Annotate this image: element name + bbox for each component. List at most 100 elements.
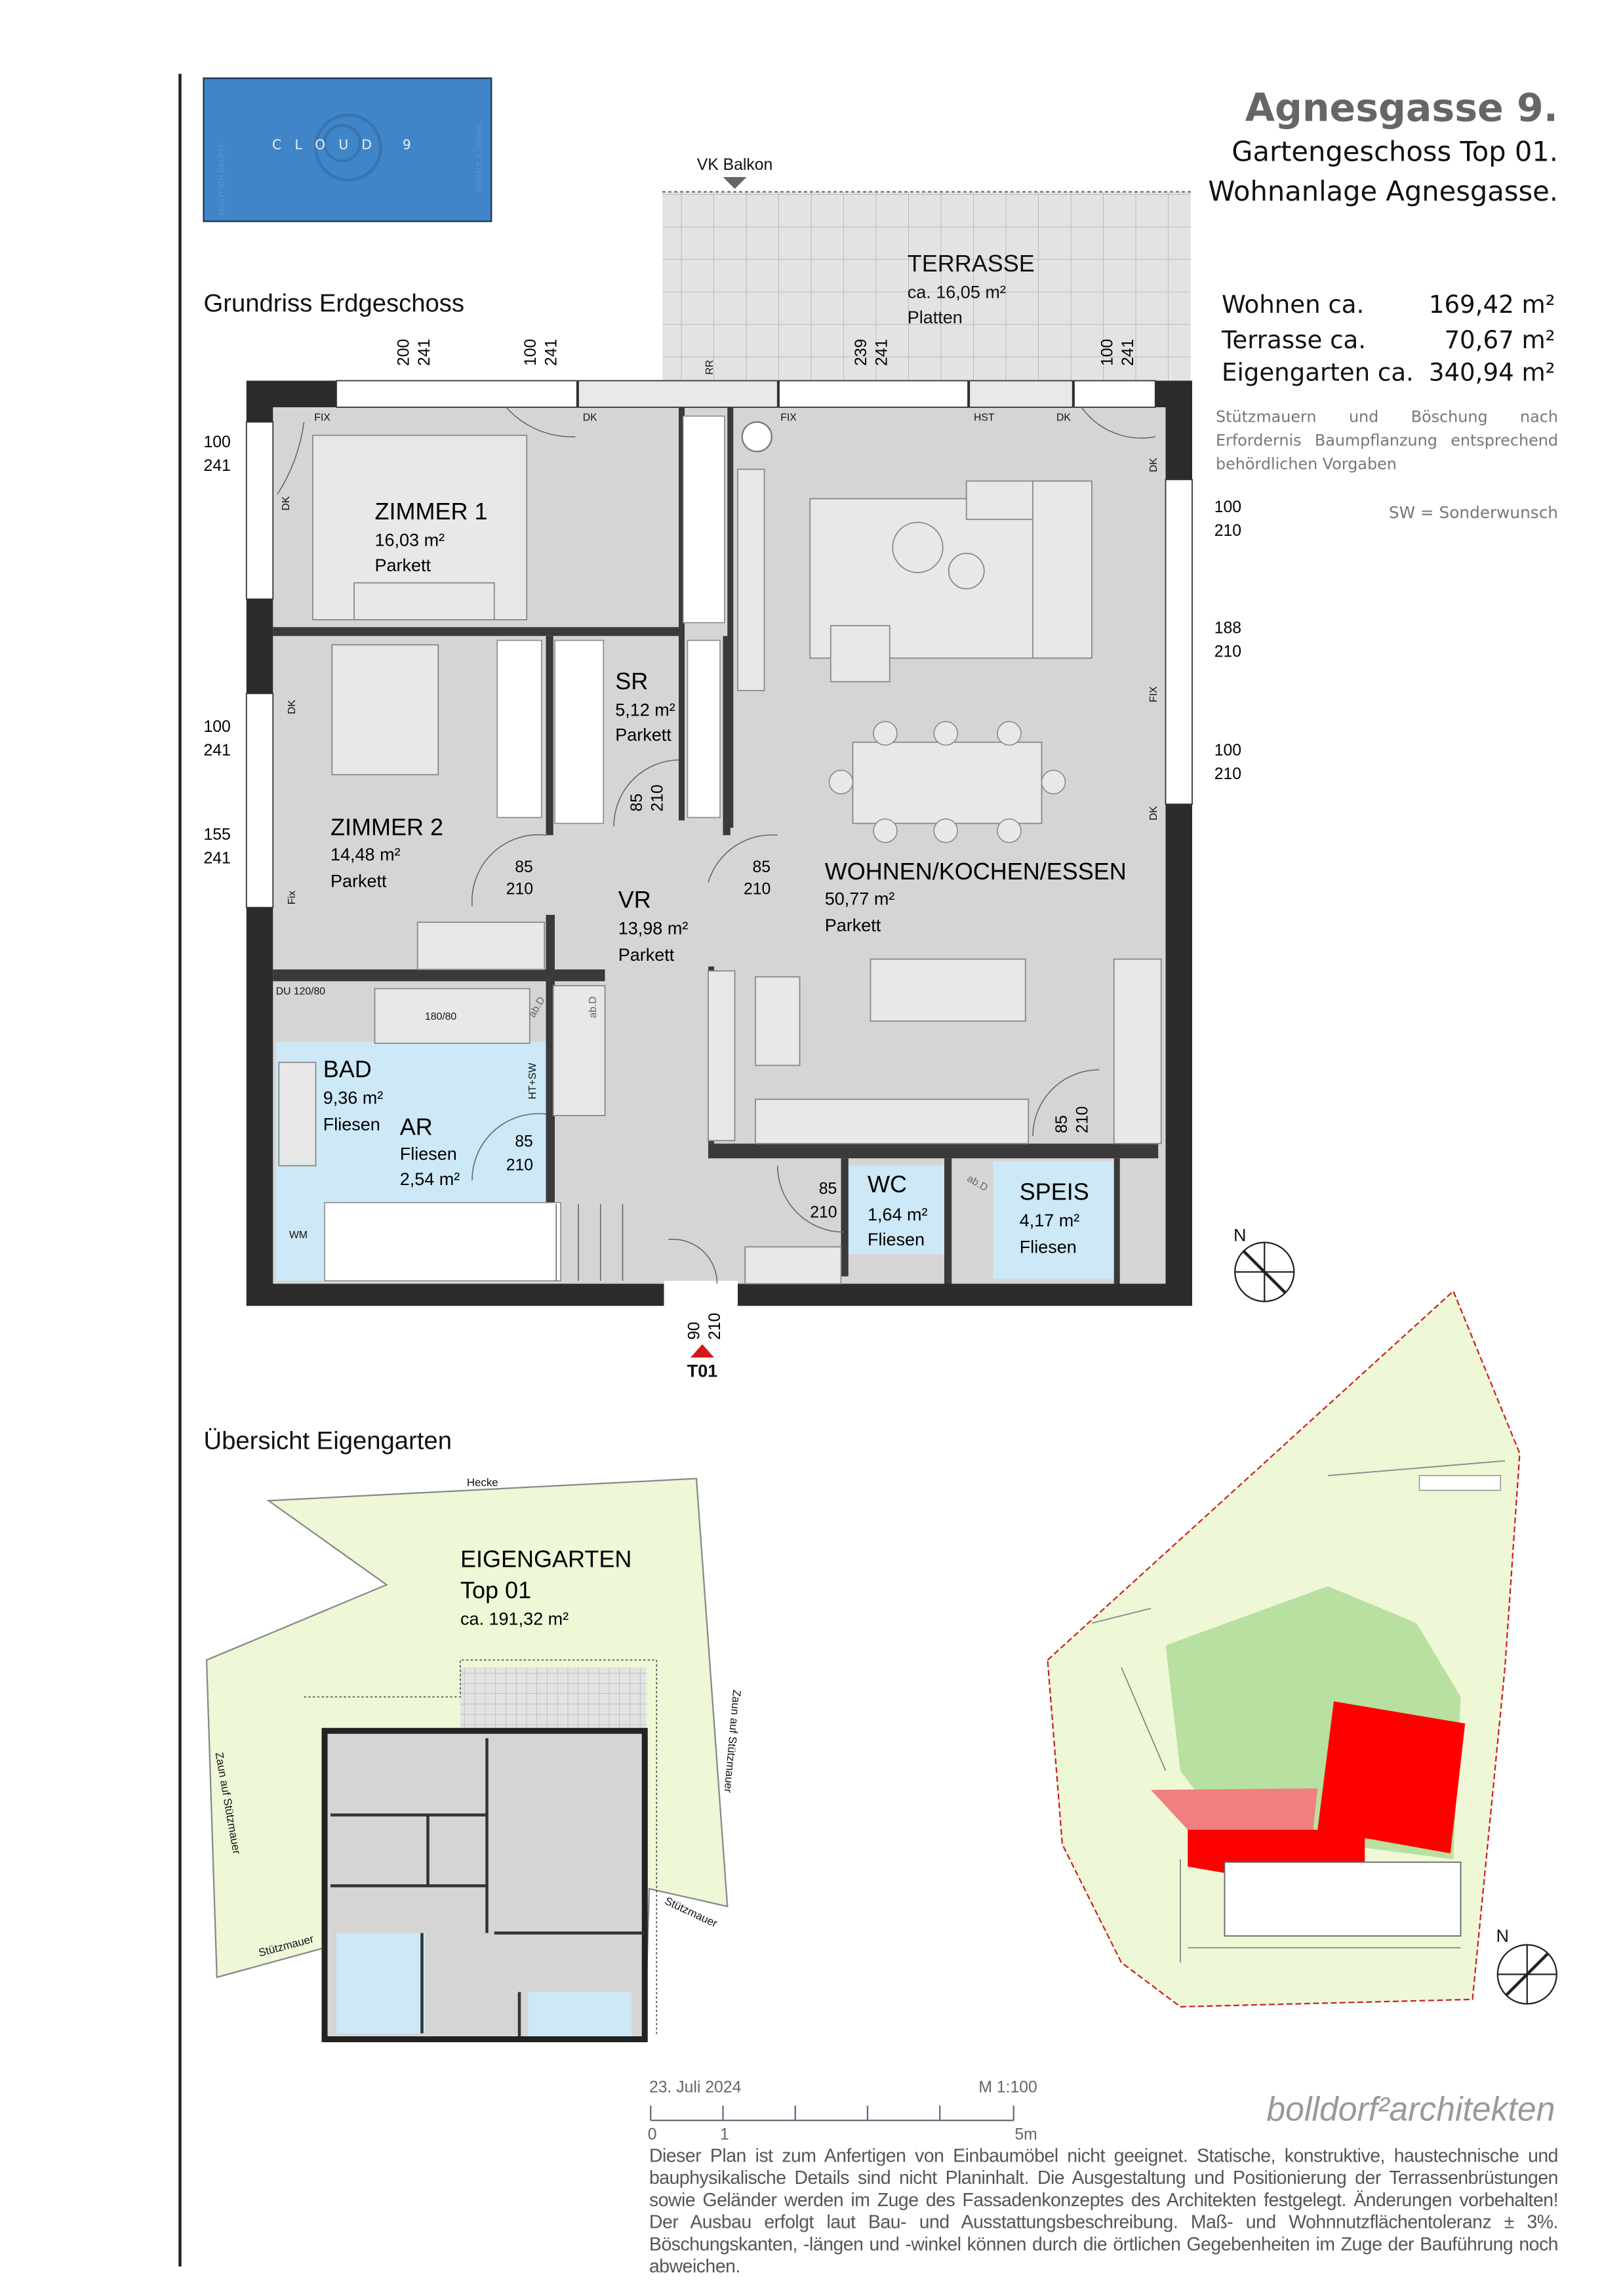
svg-text:SR: SR <box>615 668 648 695</box>
svg-text:Fliesen: Fliesen <box>1020 1237 1077 1257</box>
plant-icon <box>741 421 772 453</box>
svg-text:155: 155 <box>204 826 231 843</box>
svg-text:50,77 m²: 50,77 m² <box>825 889 895 908</box>
svg-text:241: 241 <box>542 339 560 366</box>
svg-text:DK: DK <box>583 412 597 423</box>
svg-text:1: 1 <box>720 2126 729 2144</box>
svg-text:2,54 m²: 2,54 m² <box>400 1169 460 1189</box>
svg-text:9,36 m²: 9,36 m² <box>323 1088 384 1108</box>
page-title: Agnesgasse 9. <box>1245 86 1558 131</box>
svg-text:85: 85 <box>1053 1115 1071 1133</box>
svg-text:N: N <box>1233 1225 1247 1245</box>
svg-text:210: 210 <box>810 1203 837 1221</box>
svg-text:210: 210 <box>744 881 771 898</box>
svg-text:241: 241 <box>873 339 891 366</box>
svg-text:188: 188 <box>1214 619 1241 637</box>
svg-text:239: 239 <box>852 339 870 366</box>
svg-text:13,98 m²: 13,98 m² <box>618 918 689 938</box>
terrace: VK Balkon TERRASSE ca. 16,05 m² Platten <box>662 156 1191 381</box>
site-note: Stützmauern und Böschung nach Erforderni… <box>1216 409 1558 474</box>
svg-text:241: 241 <box>204 742 231 759</box>
svg-text:WOHNEN/KOCHEN/ESSEN: WOHNEN/KOCHEN/ESSEN <box>825 858 1127 885</box>
svg-text:CLOUD 9: CLOUD 9 <box>272 136 424 152</box>
entrance-marker: T01 <box>687 1344 718 1380</box>
footer: 23. Juli 2024 M 1:100 0 1 5m bolldorf²ar… <box>648 2079 1555 2144</box>
garden-title: Übersicht Eigengarten <box>204 1427 452 1455</box>
svg-text:200: 200 <box>395 339 412 366</box>
svg-text:Kollitsch & Soravia: Kollitsch & Soravia <box>475 123 483 192</box>
svg-text:210: 210 <box>1214 643 1241 660</box>
project-name: Wohnanlage Agnesgasse. <box>1208 175 1558 207</box>
svg-text:SPEIS: SPEIS <box>1020 1178 1089 1205</box>
garden-overview: Hecke EIGENGARTEN Top 01 ca. 191,32 m² Z… <box>205 1476 744 2042</box>
svg-text:EIGENGARTEN: EIGENGARTEN <box>460 1546 631 1573</box>
svg-text:210: 210 <box>1214 765 1241 783</box>
svg-text:241: 241 <box>1119 339 1137 366</box>
svg-text:100: 100 <box>1099 339 1117 366</box>
svg-text:Parkett: Parkett <box>825 916 881 935</box>
svg-text:85: 85 <box>515 1133 533 1150</box>
svg-text:70,67 m²: 70,67 m² <box>1444 326 1555 354</box>
architect-logo: bolldorf²architekten <box>1266 2089 1555 2127</box>
svg-text:AR: AR <box>400 1113 433 1140</box>
svg-text:TERRASSE: TERRASSE <box>908 250 1035 277</box>
disclaimer: Dieser Plan ist zum Anfertigen von Einba… <box>649 2145 1558 2277</box>
room-wohnen-kochen-essen: WOHNEN/KOCHEN/ESSEN 50,77 m² Parkett <box>825 858 1127 935</box>
svg-text:VR: VR <box>618 886 651 913</box>
svg-text:100: 100 <box>204 718 231 736</box>
svg-text:FIX: FIX <box>780 412 797 423</box>
svg-text:180/80: 180/80 <box>425 1011 456 1022</box>
svg-text:14,48 m²: 14,48 m² <box>331 845 401 864</box>
svg-text:DK: DK <box>1056 412 1071 423</box>
svg-text:T01: T01 <box>687 1361 718 1380</box>
svg-text:DK: DK <box>1148 458 1159 472</box>
svg-text:210: 210 <box>506 881 533 898</box>
floor-plan <box>245 380 1193 1308</box>
svg-text:Zaun auf Stützmauer: Zaun auf Stützmauer <box>722 1689 744 1794</box>
plan-title: Grundriss Erdgeschoss <box>204 289 465 317</box>
svg-text:241: 241 <box>204 849 231 867</box>
svg-text:210: 210 <box>649 784 666 811</box>
svg-text:210: 210 <box>506 1156 533 1174</box>
svg-text:DK: DK <box>281 496 292 510</box>
svg-text:100: 100 <box>204 433 231 451</box>
svg-text:100: 100 <box>522 339 540 366</box>
svg-text:210: 210 <box>1073 1106 1091 1133</box>
svg-text:90: 90 <box>686 1321 704 1340</box>
area-summary: Wohnen ca.169,42 m² Terrasse ca.70,67 m²… <box>1221 291 1555 387</box>
svg-text:Fliesen: Fliesen <box>868 1230 925 1249</box>
svg-text:Wohnen ca.: Wohnen ca. <box>1222 291 1364 319</box>
svg-text:210: 210 <box>706 1313 724 1340</box>
svg-text:FIX: FIX <box>314 412 331 423</box>
svg-text:Fliesen: Fliesen <box>400 1144 457 1164</box>
svg-text:ab.D: ab.D <box>588 996 599 1018</box>
legend-sw: SW = Sonderwunsch <box>1389 503 1558 522</box>
svg-text:ca. 16,05 m²: ca. 16,05 m² <box>908 283 1006 302</box>
svg-text:5,12 m²: 5,12 m² <box>615 700 675 719</box>
svg-text:241: 241 <box>204 457 231 475</box>
svg-text:KOLLITSCH GRUPPE: KOLLITSCH GRUPPE <box>218 143 226 216</box>
svg-text:DK: DK <box>1148 806 1159 820</box>
svg-text:HT+SW: HT+SW <box>527 1063 538 1100</box>
svg-text:Parkett: Parkett <box>375 555 431 575</box>
svg-text:1,64 m²: 1,64 m² <box>868 1205 928 1224</box>
svg-text:ZIMMER 2: ZIMMER 2 <box>331 814 443 841</box>
svg-text:VK Balkon: VK Balkon <box>697 156 773 174</box>
svg-text:WM: WM <box>289 1230 308 1241</box>
scale-bar <box>650 2105 1014 2122</box>
cloud9-logo: CLOUD 9 KOLLITSCH GRUPPE Kollitsch & Sor… <box>203 77 492 222</box>
svg-text:169,42 m²: 169,42 m² <box>1429 291 1555 319</box>
svg-text:Fix: Fix <box>287 891 298 904</box>
svg-text:241: 241 <box>416 339 433 366</box>
svg-text:ZIMMER 1: ZIMMER 1 <box>375 498 488 525</box>
svg-text:5m: 5m <box>1014 2126 1037 2144</box>
svg-text:23. Juli 2024: 23. Juli 2024 <box>649 2079 742 2097</box>
north-arrow-icon: N <box>1496 1926 1557 2005</box>
